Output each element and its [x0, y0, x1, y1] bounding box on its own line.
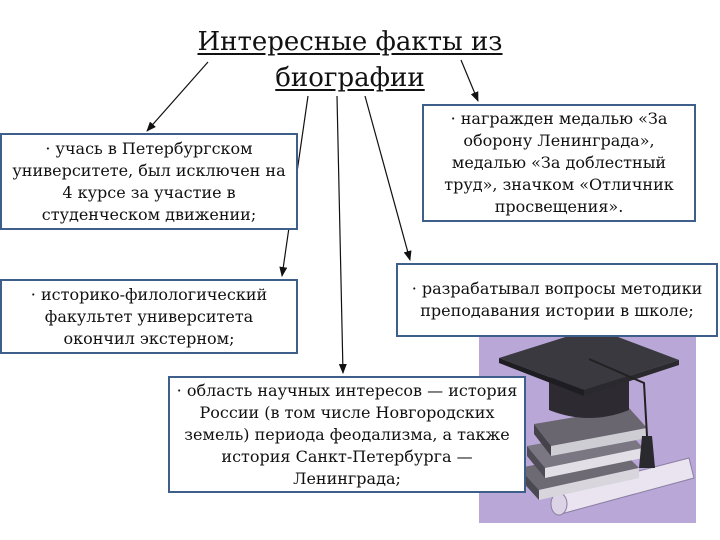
fact-box-teaching-methods: · разрабатывал вопросы методики преподав… — [396, 263, 718, 337]
fact-text: · область научных интересов — история Ро… — [176, 380, 518, 488]
fact-text: · учась в Петербургском университете, бы… — [12, 138, 286, 224]
arrow-to-fact-1 — [146, 61, 209, 132]
fact-box-research-interests: · область научных интересов — история Ро… — [168, 376, 526, 493]
fact-box-faculty-graduation: · историко-филологический факультет унив… — [0, 279, 298, 354]
fact-text: · награжден медалью «За оборону Ленингра… — [444, 109, 674, 216]
fact-text: · историко-филологический факультет унив… — [30, 284, 268, 348]
arrow-to-fact-2 — [460, 59, 479, 102]
fact-box-university-expulsion: · учась в Петербургском университете, бы… — [0, 133, 298, 230]
slide-title: Интересные факты из биографии — [197, 27, 503, 93]
arrow-to-fact-4 — [364, 95, 412, 261]
fact-box-awards: · награжден медалью «За оборону Ленингра… — [422, 104, 696, 222]
arrow-to-fact-5 — [336, 95, 347, 374]
fact-text: · разрабатывал вопросы методики преподав… — [411, 279, 703, 320]
